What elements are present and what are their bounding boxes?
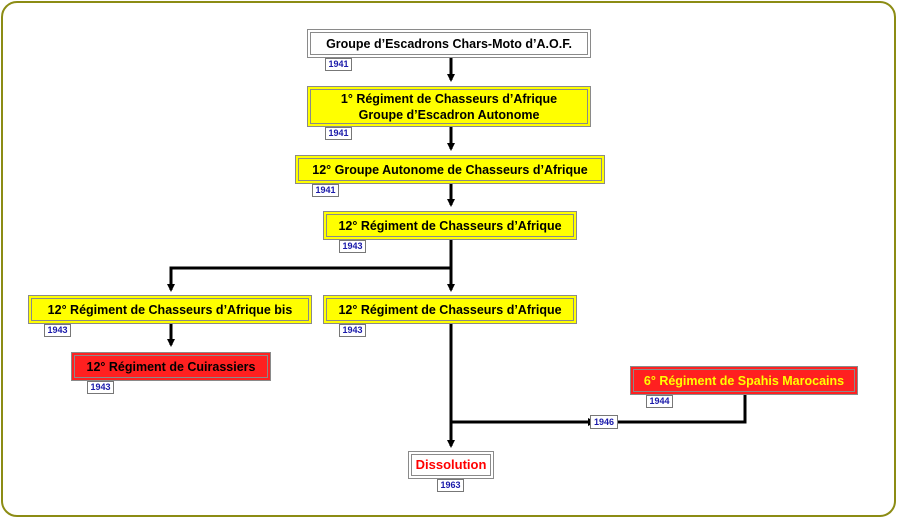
- year-badge-gaca12: 1941: [312, 184, 339, 197]
- node-gaca12: 12° Groupe Autonome de Chasseurs d’Afriq…: [295, 155, 605, 184]
- connector-split-bis: [167, 266, 451, 292]
- node-rca12-label: 12° Régiment de Chasseurs d’Afrique: [338, 218, 562, 233]
- node-rca1: 1° Régiment de Chasseurs d’Afrique Group…: [307, 86, 591, 127]
- node-dissolution: Dissolution: [408, 451, 494, 479]
- connector-rsm6-merge: [451, 395, 747, 424]
- node-rca1-line1: 1° Régiment de Chasseurs d’Afrique: [340, 91, 558, 106]
- year-badge-rca12b: 1943: [339, 324, 366, 337]
- node-rc12-label: 12° Régiment de Cuirassiers: [86, 359, 256, 374]
- node-rca1-line2: Groupe d’Escadron Autonome: [358, 107, 540, 122]
- node-aof-label: Groupe d’Escadrons Chars-Moto d’A.O.F.: [326, 36, 572, 51]
- year-badge-aof: 1941: [325, 58, 352, 71]
- node-rc12: 12° Régiment de Cuirassiers: [71, 352, 271, 381]
- node-aof: Groupe d’Escadrons Chars-Moto d’A.O.F.: [307, 29, 591, 58]
- node-rsm6: 6° Régiment de Spahis Marocains: [630, 366, 858, 395]
- node-rca12: 12° Régiment de Chasseurs d’Afrique: [323, 211, 577, 240]
- year-badge-rca12: 1943: [339, 240, 366, 253]
- node-rca12bis-label: 12° Régiment de Chasseurs d’Afrique bis: [47, 302, 293, 317]
- node-gaca12-label: 12° Groupe Autonome de Chasseurs d’Afriq…: [312, 162, 588, 177]
- year-badge-rsm6: 1944: [646, 395, 673, 408]
- node-dissolution-label: Dissolution: [415, 457, 487, 472]
- node-rca12b: 12° Régiment de Chasseurs d’Afrique: [323, 295, 577, 324]
- year-badge-dissolution: 1963: [437, 479, 464, 492]
- node-rca12bis: 12° Régiment de Chasseurs d’Afrique bis: [28, 295, 312, 324]
- node-rca12b-label: 12° Régiment de Chasseurs d’Afrique: [338, 302, 562, 317]
- year-badge-merge: 1946: [590, 415, 618, 429]
- year-badge-rca12bis: 1943: [44, 324, 71, 337]
- year-badge-rca1: 1941: [325, 127, 352, 140]
- year-badge-rc12: 1943: [87, 381, 114, 394]
- node-rsm6-label: 6° Régiment de Spahis Marocains: [643, 373, 845, 388]
